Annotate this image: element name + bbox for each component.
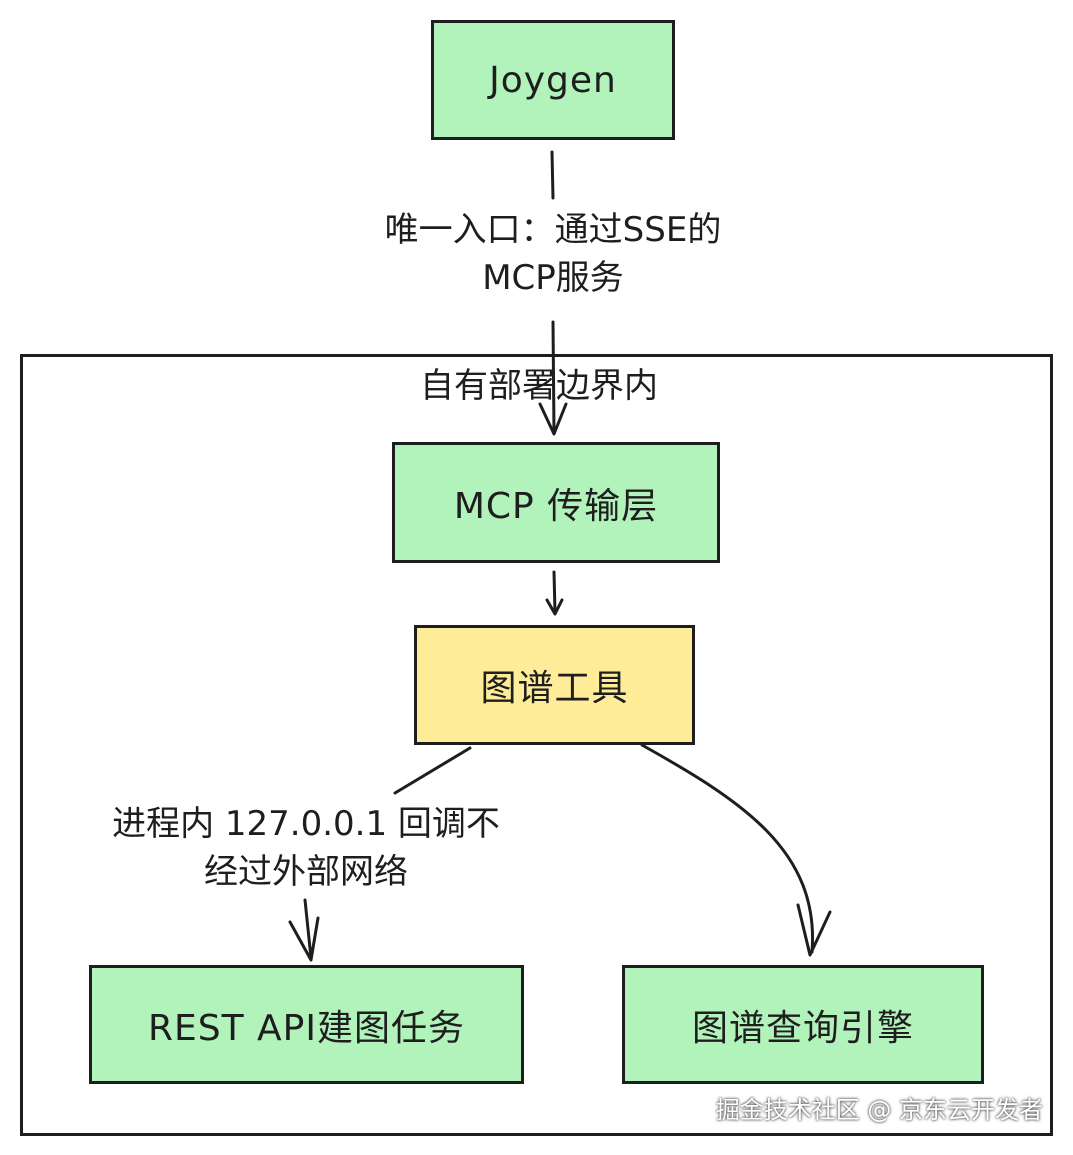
edge-tools-to-rest-top <box>393 746 472 795</box>
graph-query-label: 图谱查询引擎 <box>691 1007 914 1049</box>
arrowhead-mcp <box>538 402 568 436</box>
callback-edge-label: 进程内 127.0.0.1 回调不 经过外部网络 <box>78 800 534 896</box>
arrowhead-rest <box>288 916 320 962</box>
rest-api-label: REST API建图任务 <box>148 1007 465 1049</box>
rest-api-node: REST API建图任务 <box>89 965 524 1084</box>
edge-joygen-to-mcp-top <box>550 150 555 200</box>
entry-edge-label-line2: MCP服务 <box>482 258 624 298</box>
graph-tools-label: 图谱工具 <box>480 668 629 709</box>
edge-mcp-to-tools <box>552 570 557 614</box>
boundary-label: 自有部署边界内 <box>420 366 658 406</box>
mcp-transport-label: MCP 传输层 <box>453 485 659 527</box>
deployment-boundary <box>20 354 1053 1136</box>
graph-tools-node: 图谱工具 <box>414 625 695 745</box>
joygen-label: Joygen <box>489 59 617 101</box>
watermark: 掘金技术社区 @ 京东云开发者 <box>715 1096 1043 1124</box>
callback-edge-label-line1: 进程内 127.0.0.1 回调不 <box>112 804 500 844</box>
entry-edge-label: 唯一入口：通过SSE的 MCP服务 <box>340 206 766 302</box>
arrowhead-query <box>796 903 832 957</box>
callback-edge-label-line2: 经过外部网络 <box>204 852 408 892</box>
arrowhead-tools <box>545 598 564 616</box>
graph-query-node: 图谱查询引擎 <box>622 965 984 1084</box>
entry-edge-label-line1: 唯一入口：通过SSE的 <box>384 210 722 250</box>
edge-joygen-to-mcp-bottom <box>551 320 556 434</box>
edge-tools-to-rest-bottom <box>303 898 313 960</box>
edge-tools-to-query <box>640 743 815 954</box>
mcp-transport-node: MCP 传输层 <box>392 442 720 563</box>
joygen-node: Joygen <box>431 20 675 140</box>
